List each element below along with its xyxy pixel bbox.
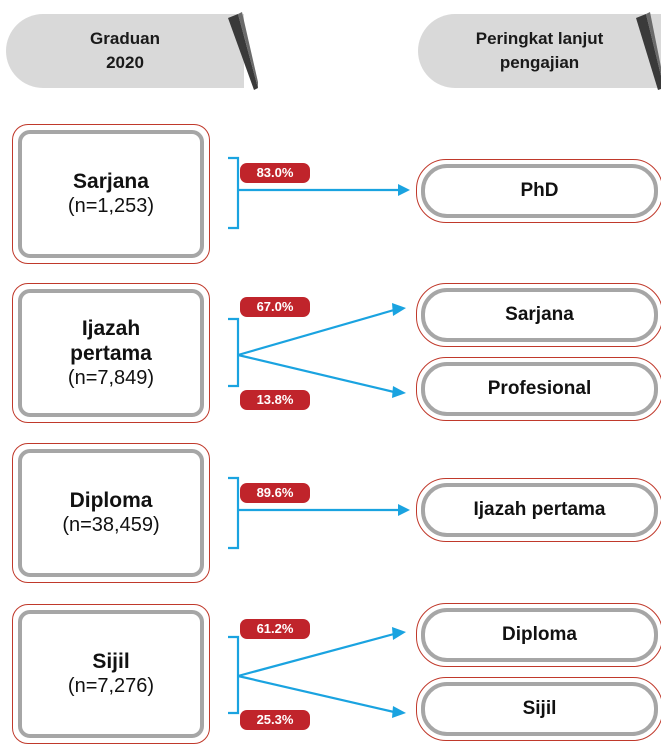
arrowhead-sarjana <box>392 303 406 316</box>
target-label: Sijil <box>421 682 658 736</box>
bracket-sijil <box>228 635 240 715</box>
source-count: (n=1,253) <box>67 195 155 217</box>
target-label: Sarjana <box>421 288 658 342</box>
target-label: Profesional <box>421 362 658 416</box>
source-title: Sijil <box>92 650 130 673</box>
pct-badge: 67.0% <box>240 297 310 317</box>
pct-badge: 61.2% <box>240 619 310 639</box>
arrowhead-sijil <box>392 706 406 718</box>
pct-badge: 89.6% <box>240 483 310 503</box>
source-count: (n=38,459) <box>62 514 160 536</box>
target-box-profesional: Profesional <box>416 357 661 421</box>
source-count: (n=7,849) <box>67 366 155 389</box>
pct-badge: 13.8% <box>240 390 310 410</box>
source-title: Diploma <box>69 489 153 512</box>
arrowhead-diploma <box>392 627 406 640</box>
arrowhead-ijazah-pertama <box>398 504 410 516</box>
pencil-icon <box>228 12 258 90</box>
flow-line-sarjana <box>237 308 395 357</box>
target-label: Diploma <box>421 608 658 662</box>
flow-line-profesional <box>237 353 395 394</box>
pencil-icon <box>636 12 661 90</box>
target-box-diploma: Diploma <box>416 603 661 667</box>
bracket-sarjana <box>228 156 240 230</box>
target-box-sijil: Sijil <box>416 677 661 741</box>
source-count: (n=7,276) <box>67 675 155 697</box>
source-title: Ijazah pertama <box>70 316 152 365</box>
target-box-sarjana: Sarjana <box>416 283 661 347</box>
source-title: Sarjana <box>73 170 149 193</box>
target-box-phd: PhD <box>416 159 661 223</box>
flow-line-diploma <box>237 632 395 678</box>
bracket-ijazah <box>228 317 240 388</box>
pct-badge: 83.0% <box>240 163 310 183</box>
header-graduan: Graduan 2020 <box>6 14 244 88</box>
pct-badge: 25.3% <box>240 710 310 730</box>
source-box-sijil: Sijil (n=7,276) <box>12 604 210 744</box>
source-box-diploma: Diploma (n=38,459) <box>12 443 210 583</box>
bracket-diploma <box>228 476 240 550</box>
header-peringkat-label: Peringkat lanjut pengajian <box>475 29 604 72</box>
arrowhead-phd <box>398 184 410 196</box>
target-label: Ijazah pertama <box>421 483 658 537</box>
header-graduan-label: Graduan 2020 <box>90 29 160 72</box>
source-box-ijazah-pertama: Ijazah pertama (n=7,849) <box>12 283 210 423</box>
arrowhead-profesional <box>392 386 406 398</box>
target-box-ijazah-pertama: Ijazah pertama <box>416 478 661 542</box>
target-label: PhD <box>421 164 658 218</box>
header-peringkat: Peringkat lanjut pengajian <box>418 14 661 88</box>
flow-line-sijil <box>237 674 395 714</box>
source-box-sarjana: Sarjana (n=1,253) <box>12 124 210 264</box>
